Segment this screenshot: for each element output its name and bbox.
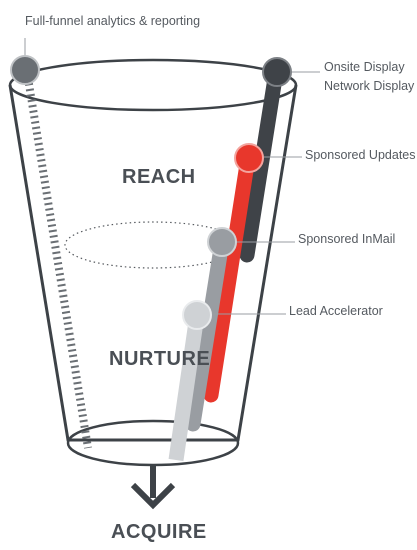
stage-acquire: ACQUIRE [111,521,207,544]
stage-reach: REACH [122,166,196,189]
analytics-dot [11,56,39,84]
funnel-body [10,85,296,440]
lead-accelerator-dot [183,301,211,329]
analytics-label: Full-funnel analytics & reporting [25,13,200,30]
stage-nurture: NURTURE [109,348,210,371]
network-display-label: Network Display [324,78,414,95]
arrow-down-icon [133,466,173,505]
funnel-base [68,421,238,465]
sponsored-inmail-dot [208,228,236,256]
sponsored-inmail-label: Sponsored InMail [298,231,395,248]
analytics-bar [28,78,88,448]
funnel-rim [10,60,296,110]
sponsored-updates-dot [235,144,263,172]
onsite-display-label: Onsite Display [324,59,405,76]
lead-accelerator-label: Lead Accelerator [289,303,383,320]
sponsored-updates-label: Sponsored Updates [305,147,416,164]
lead-accelerator-bar [176,315,197,460]
display-dot [263,58,291,86]
